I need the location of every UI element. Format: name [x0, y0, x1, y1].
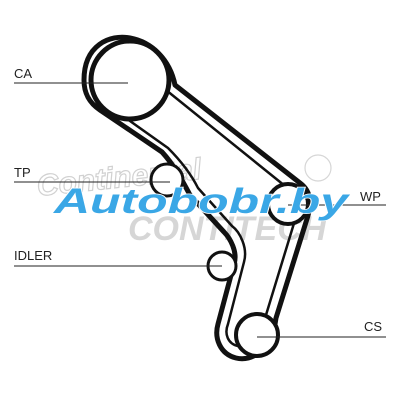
idler-label: IDLER	[14, 248, 52, 263]
cs-label: CS	[364, 319, 382, 334]
site-watermark-text: Autobobr.by	[53, 182, 351, 221]
ca-label: CA	[14, 66, 32, 81]
cs-pulley	[234, 312, 280, 358]
wp-pulley	[266, 182, 310, 226]
leader-lines	[14, 82, 386, 338]
tp-pulley	[149, 162, 185, 198]
ca-pulley	[88, 38, 172, 122]
wp-label: WP	[360, 189, 381, 204]
continental-horse-emblem-icon	[304, 154, 332, 182]
tp-label: TP	[14, 165, 31, 180]
